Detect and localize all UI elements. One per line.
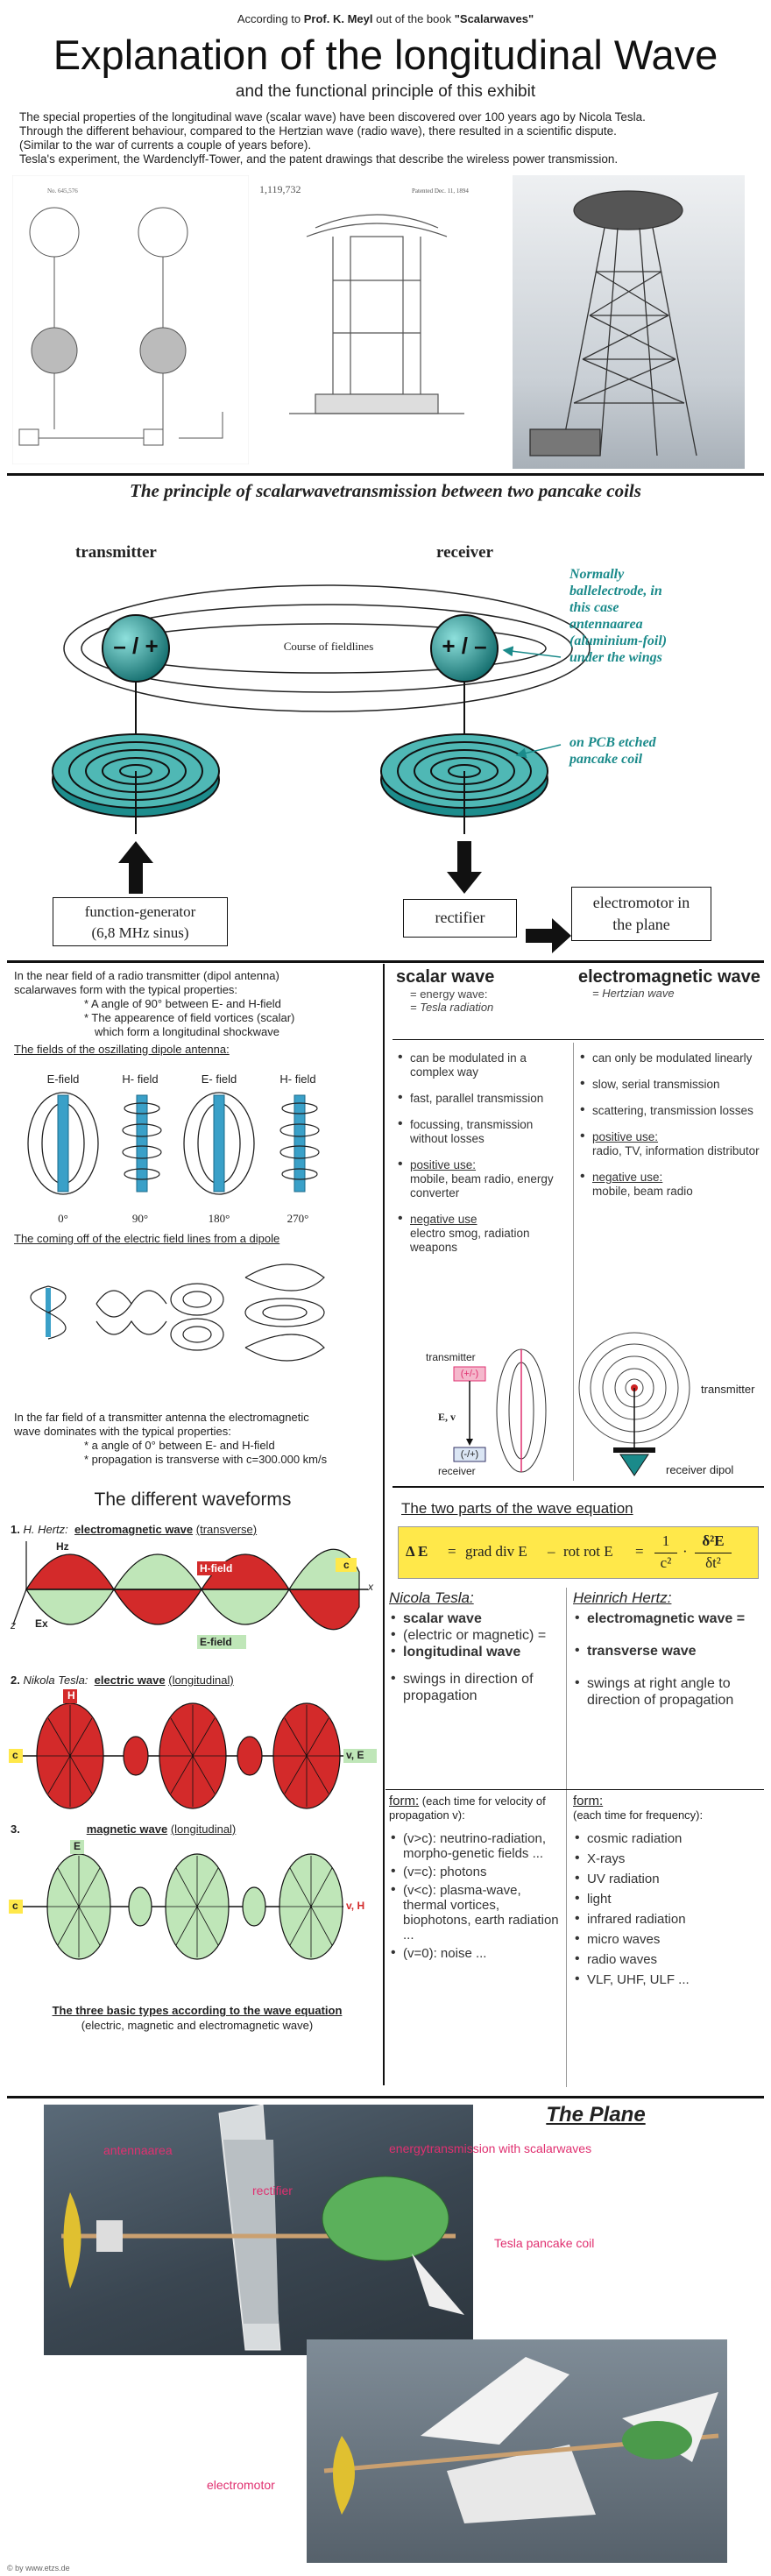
c-tag-3: c [12,1900,18,1912]
principle-heading: The principle of scalarwavetransmission … [130,480,641,501]
waveforms-heading: The different waveforms [94,1490,292,1510]
hertz-form: form:(each time for frequency): [573,1794,704,1822]
receiver-label: receiver [436,543,494,562]
attribution: According to Prof. K. Meyl out of the bo… [237,12,534,25]
rectifier-label: rectifier [252,2183,293,2197]
tesla-coil-label: Tesla pancake coil [494,2236,595,2250]
efield-tag: E-field [200,1636,232,1648]
c-tag-2: c [12,1749,18,1761]
ex-label: Ex [35,1617,48,1630]
coming-off-heading: The coming off of the electric field lin… [14,1232,280,1245]
c-tag: c [343,1559,350,1571]
svg-text:1,119,732: 1,119,732 [259,183,301,195]
transverse-wave-diagram [12,1541,368,1649]
scalar-ev-label: E, v [438,1411,456,1423]
antenna-area-label: antennaarea [103,2143,173,2157]
dipole-fields-diagram [27,1092,320,1195]
receiver-sign: + / – [442,633,487,659]
hertz-frequency-list: cosmic radiation X-rays UV radiation lig… [573,1830,764,1999]
em-wave-header: electromagnetic wave = Hertzian wave [578,967,760,1000]
transmitter-label: transmitter [75,543,157,562]
page-subtitle: and the functional principle of this exh… [235,82,536,101]
waveforms-caption: The three basic types according to the w… [52,2004,343,2032]
label-hfield-270: H- field [279,1072,316,1086]
angle-0: 0° [58,1212,68,1225]
scalar-rx-sign: (-/+) [460,1449,479,1460]
z-axis-label: z [11,1619,16,1631]
column-divider [383,964,385,2085]
scalar-receiver-label: receiver [438,1465,476,1477]
tesla-velocity-list: (v>c): neutrino-radiation, morpho-geneti… [389,1830,561,1973]
angle-90: 90° [131,1212,149,1225]
plane-photo-2 [307,2339,727,2563]
scalar-properties: can be modulated in a complex wayfast, p… [396,1051,568,1267]
scalar-transmission-diagram [453,1348,547,1473]
waveform-2-title: 2. Nikola Tesla: electric wave (longitud… [11,1674,234,1687]
function-generator-box: function-generator(6,8 MHz sinus) [53,897,228,946]
svg-text:Patented Dec. 11, 1894: Patented Dec. 11, 1894 [412,188,469,195]
vh-tag: v, H [346,1900,365,1912]
hz-label: Hz [56,1540,69,1553]
label-efield-0: E-field [46,1072,80,1086]
energy-transmission-label: energytransmission with scalarwaves [389,2141,592,2155]
tesla-form: form: (each time for velocity of propaga… [389,1794,546,1822]
em-receiver-label: receiver dipol [666,1463,734,1476]
page-title: Explanation of the longitudinal Wave [53,32,718,78]
waveform-1-title: 1. H. Hertz: electromagnetic wave (trans… [11,1523,258,1536]
credit: © by www.etzs.de [7,2564,70,2572]
electromotor-label: electromotor [207,2478,275,2492]
nearfield-intro: In the near field of a radio transmitter… [14,969,295,1038]
plane-heading: The Plane [546,2103,646,2127]
rectifier-box: rectifier [403,899,517,938]
patent-drawing-2: 1,119,732 Patented Dec. 11, 1894 [259,183,469,414]
angle-270: 270° [286,1212,309,1225]
angle-180: 180° [208,1212,230,1225]
svg-text:No. 645,576: No. 645,576 [47,188,78,195]
ve-tag: v, E [346,1749,364,1761]
tesla-wave-props: scalar wave (electric or magnetic) = lon… [389,1610,561,1716]
electric-wave-diagram [9,1689,377,1809]
tesla-heading: Nicola Tesla: [389,1589,474,1606]
hfield-tag: H-field [200,1562,233,1575]
hertz-heading: Heinrich Hertz: [573,1589,672,1606]
wave-equation-heading: The two parts of the wave equation [401,1500,633,1517]
em-radiation-diagram [578,1332,690,1476]
e-tag-3: E [74,1840,81,1852]
transmitter-sign: – / + [113,633,159,659]
oscillating-heading: The fields of the oszillating dipole ant… [14,1043,230,1056]
plane-photo-1 [44,2105,473,2355]
em-properties: can only be modulated linearlyslow, seri… [578,1051,762,1211]
wardenclyffe-tower-photo [513,175,745,469]
magnetic-wave-diagram [9,1840,377,1960]
scalar-wave-header: scalar wave = energy wave: = Tesla radia… [396,967,495,1014]
x-axis-label: x [368,1581,373,1593]
em-transmitter-label: transmitter [701,1383,755,1396]
label-efield-180: E- field [201,1072,237,1086]
farfield-text: In the far field of a transmitter antenn… [14,1411,328,1466]
waveform-3-title: 3. magnetic wave (longitudinal) [11,1822,237,1836]
hertz-wave-props: electromagnetic wave = transverse wave s… [573,1610,764,1721]
h-tag-2: H [67,1689,75,1702]
intro-text: The special properties of the longitudin… [19,110,646,166]
patent-drawing-1: No. 645,576 [12,175,249,464]
fieldlines-label: Course of fieldlines [283,640,374,653]
scalar-tx-sign: (+/-) [460,1369,479,1379]
label-hfield-90: H- field [122,1072,159,1086]
pancake-coil-diagram [52,584,591,953]
field-lines-detach-diagram [30,1263,325,1362]
scalar-transmitter-label: transmitter [426,1351,476,1363]
wave-equation: Δ E = grad div E – rot rot E = 1 c² · δ²… [398,1526,759,1579]
